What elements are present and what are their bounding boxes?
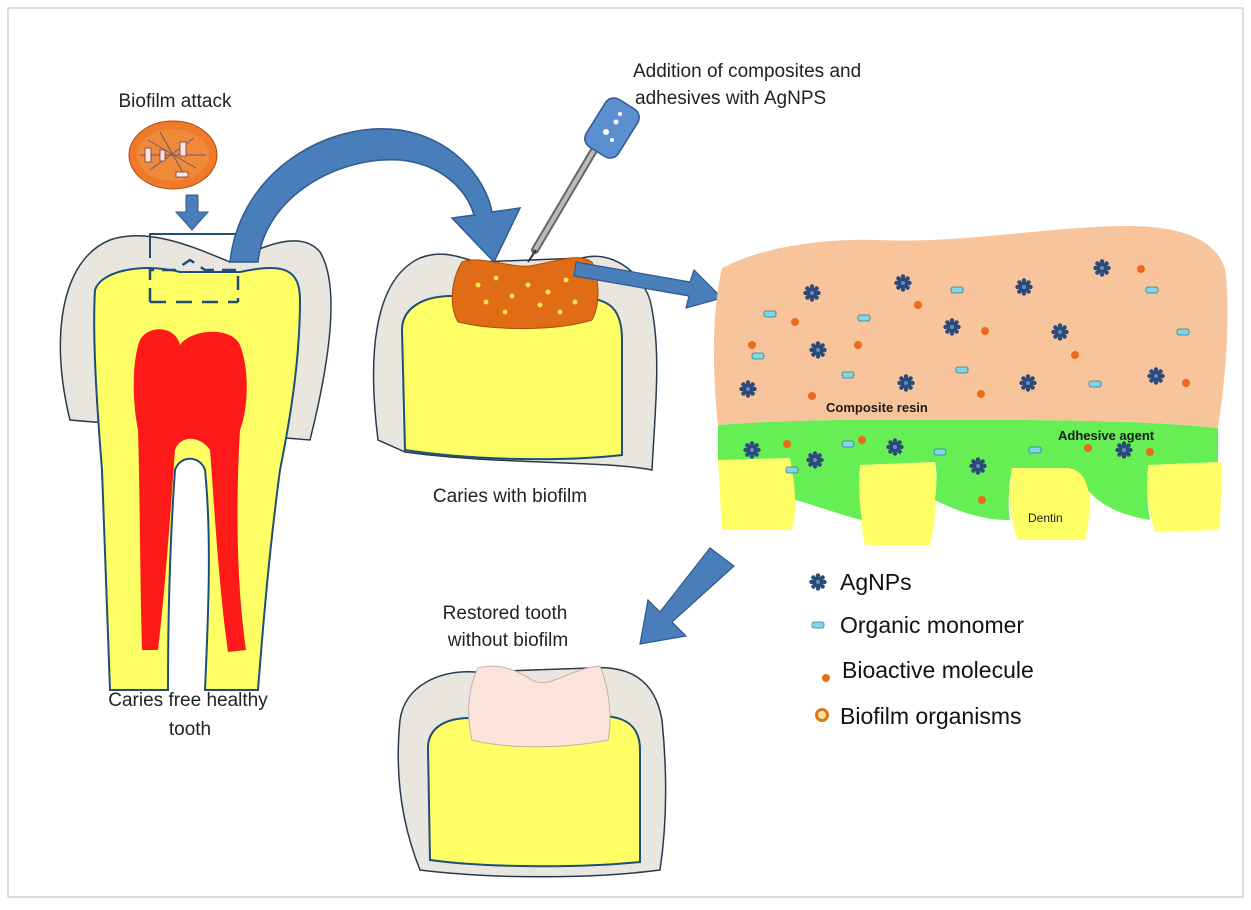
agnp-particle [897,374,914,391]
agnp-particle [1147,367,1164,384]
healthy-tooth-pulp [134,329,247,652]
monomer-particle [1177,329,1189,335]
legend-item-agnps: AgNPs [809,569,911,595]
addition-label-line2: adhesives with AgNPS [635,88,826,109]
agnp-particle [1115,441,1132,458]
agnp-particle [1093,259,1110,276]
healthy-tooth [60,234,331,690]
agnps-icon [809,573,826,590]
bioactive-particle [1137,265,1145,273]
bioactive-particle [858,436,866,444]
composite-resin-label: Composite resin [826,400,928,415]
bioactive-particle [1084,444,1092,452]
legend-item-bioactive-molecule: Bioactive molecule [822,657,1034,683]
syringe-icon [528,94,643,262]
legend-label-bioactive-molecule: Bioactive molecule [842,657,1034,683]
monomer-particle [842,372,854,378]
addition-label-line1: Addition of composites and [633,61,861,82]
agnp-particle [803,284,820,301]
caries-tooth [374,254,657,470]
detail-section [714,226,1228,545]
monomer-particle [752,353,764,359]
monomer-particle [858,315,870,321]
agnp-particle [806,451,823,468]
agnp-particle [1051,323,1068,340]
monomer-particle [1146,287,1158,293]
monomer-particle [934,449,946,455]
bioactive-particle [854,341,862,349]
monomer-particle [842,441,854,447]
bioactive-particle [791,318,799,326]
restored-label-line1: Restored tooth [443,603,568,624]
bioactive-particle [977,390,985,398]
organic-monomer-icon [812,622,824,628]
biofilm-organisms-icon [817,710,828,721]
legend-item-biofilm-organisms: Biofilm organisms [817,703,1022,729]
agnp-particle [809,341,826,358]
healthy-label-line2: tooth [169,719,211,740]
restored-tooth [398,666,665,877]
bioactive-particle [748,341,756,349]
dentin-block-1 [718,458,796,530]
monomer-particle [956,367,968,373]
curved-arrow-icon [230,129,520,262]
legend-label-biofilm-organisms: Biofilm organisms [840,703,1022,729]
monomer-particle [1089,381,1101,387]
bioactive-particle [1182,379,1190,387]
agnp-particle [743,441,760,458]
monomer-particle [764,311,776,317]
agnp-particle [739,380,756,397]
monomer-particle [1029,447,1041,453]
agnp-particle [1019,374,1036,391]
bioactive-particle [783,440,791,448]
legend-label-agnps: AgNPs [840,569,912,595]
legend-label-organic-monomer: Organic monomer [840,612,1024,638]
healthy-label-line1: Caries free healthy [108,690,268,711]
bioactive-particle [1146,448,1154,456]
bioactive-molecule-icon [822,674,830,682]
composite-layer [714,226,1228,428]
legend: AgNPs Organic monomer Bioactive molecule… [809,569,1033,729]
bioactive-particle [978,496,986,504]
monomer-particle [786,467,798,473]
biofilm-blob [129,121,217,189]
dentin-block-3 [1010,468,1090,540]
dentin-block-4 [1147,462,1222,532]
legend-item-organic-monomer: Organic monomer [812,612,1024,638]
dentin-label: Dentin [1028,511,1063,525]
agnp-particle [969,457,986,474]
dentin-block-2 [859,462,936,545]
down-left-arrow-icon [640,548,734,644]
agnp-particle [1015,278,1032,295]
healthy-tooth-dentin [94,268,300,690]
agnp-particle [894,274,911,291]
bioactive-particle [981,327,989,335]
bioactive-particle [914,301,922,309]
adhesive-agent-label: Adhesive agent [1058,428,1155,443]
caries-biofilm-label: Caries with biofilm [433,486,587,507]
bioactive-particle [808,392,816,400]
restored-label-line2: without biofilm [447,630,568,651]
bioactive-particle [1071,351,1079,359]
agnp-particle [943,318,960,335]
monomer-particle [951,287,963,293]
biofilm-down-arrow-icon [176,195,208,230]
biofilm-attack-label: Biofilm attack [119,91,232,112]
agnp-particle [886,438,903,455]
